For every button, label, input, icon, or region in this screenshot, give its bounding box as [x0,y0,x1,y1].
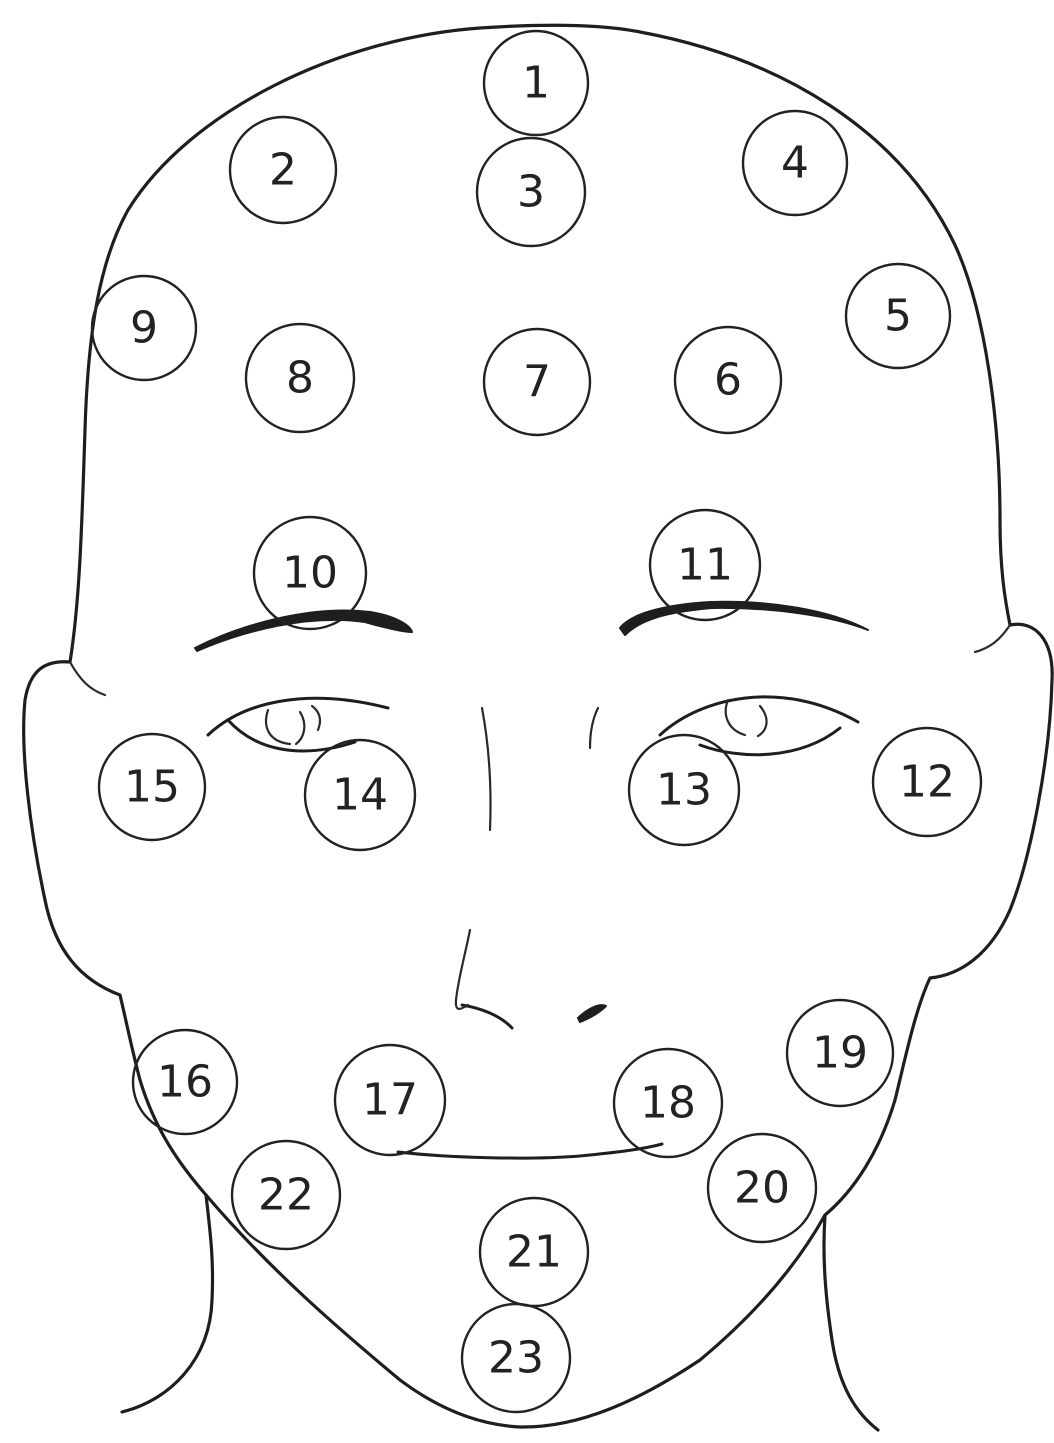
point-label: 10 [282,548,338,599]
point-1[interactable]: 1 [484,31,588,135]
point-6[interactable]: 6 [675,327,781,433]
point-23[interactable]: 23 [462,1304,570,1412]
point-label: 17 [362,1075,418,1126]
right-eye-iris [726,700,767,736]
point-label: 18 [640,1078,696,1129]
point-21[interactable]: 21 [480,1198,588,1306]
point-16[interactable]: 16 [133,1030,237,1134]
point-label: 4 [781,138,809,189]
point-label: 2 [269,145,297,196]
point-20[interactable]: 20 [708,1134,816,1242]
left-eye-upper-lid [208,698,388,735]
point-label: 21 [506,1227,562,1278]
nose-bridge-right [590,708,598,748]
point-10[interactable]: 10 [254,517,366,629]
point-label: 6 [714,355,742,406]
point-label: 5 [884,291,912,342]
point-8[interactable]: 8 [246,324,354,432]
point-label: 1 [522,58,550,109]
point-12[interactable]: 12 [873,728,981,836]
point-2[interactable]: 2 [230,117,336,223]
point-22[interactable]: 22 [232,1141,340,1249]
point-7[interactable]: 7 [484,329,590,435]
point-label: 7 [523,357,551,408]
point-label: 15 [124,762,180,813]
point-14[interactable]: 14 [305,740,415,850]
point-label: 16 [157,1057,213,1108]
point-label: 13 [656,765,712,816]
point-18[interactable]: 18 [614,1049,722,1157]
right-eye-upper-lid [660,697,858,735]
right-nostril [578,1005,606,1022]
point-19[interactable]: 19 [787,1000,893,1106]
point-label: 14 [332,770,388,821]
point-label: 3 [517,167,545,218]
point-17[interactable]: 17 [335,1045,445,1155]
point-5[interactable]: 5 [846,264,950,368]
point-label: 20 [734,1163,790,1214]
point-9[interactable]: 9 [92,276,196,380]
mouth-line [398,1144,662,1158]
point-3[interactable]: 3 [477,138,585,246]
right-eyebrow [620,602,868,635]
point-label: 23 [488,1333,544,1384]
left-ear-crease [70,662,105,695]
point-label: 9 [130,303,158,354]
right-ear-crease [975,625,1010,652]
left-nostril [462,1005,512,1028]
nose-bridge-left [482,708,491,830]
point-13[interactable]: 13 [629,735,739,845]
point-label: 22 [258,1170,314,1221]
point-4[interactable]: 4 [743,111,847,215]
point-label: 11 [677,540,733,591]
point-label: 8 [286,353,314,404]
left-eye-iris [266,706,320,744]
point-11[interactable]: 11 [650,510,760,620]
nose-side [456,930,470,1009]
point-15[interactable]: 15 [99,734,205,840]
point-label: 19 [812,1028,868,1079]
point-label: 12 [899,757,955,808]
